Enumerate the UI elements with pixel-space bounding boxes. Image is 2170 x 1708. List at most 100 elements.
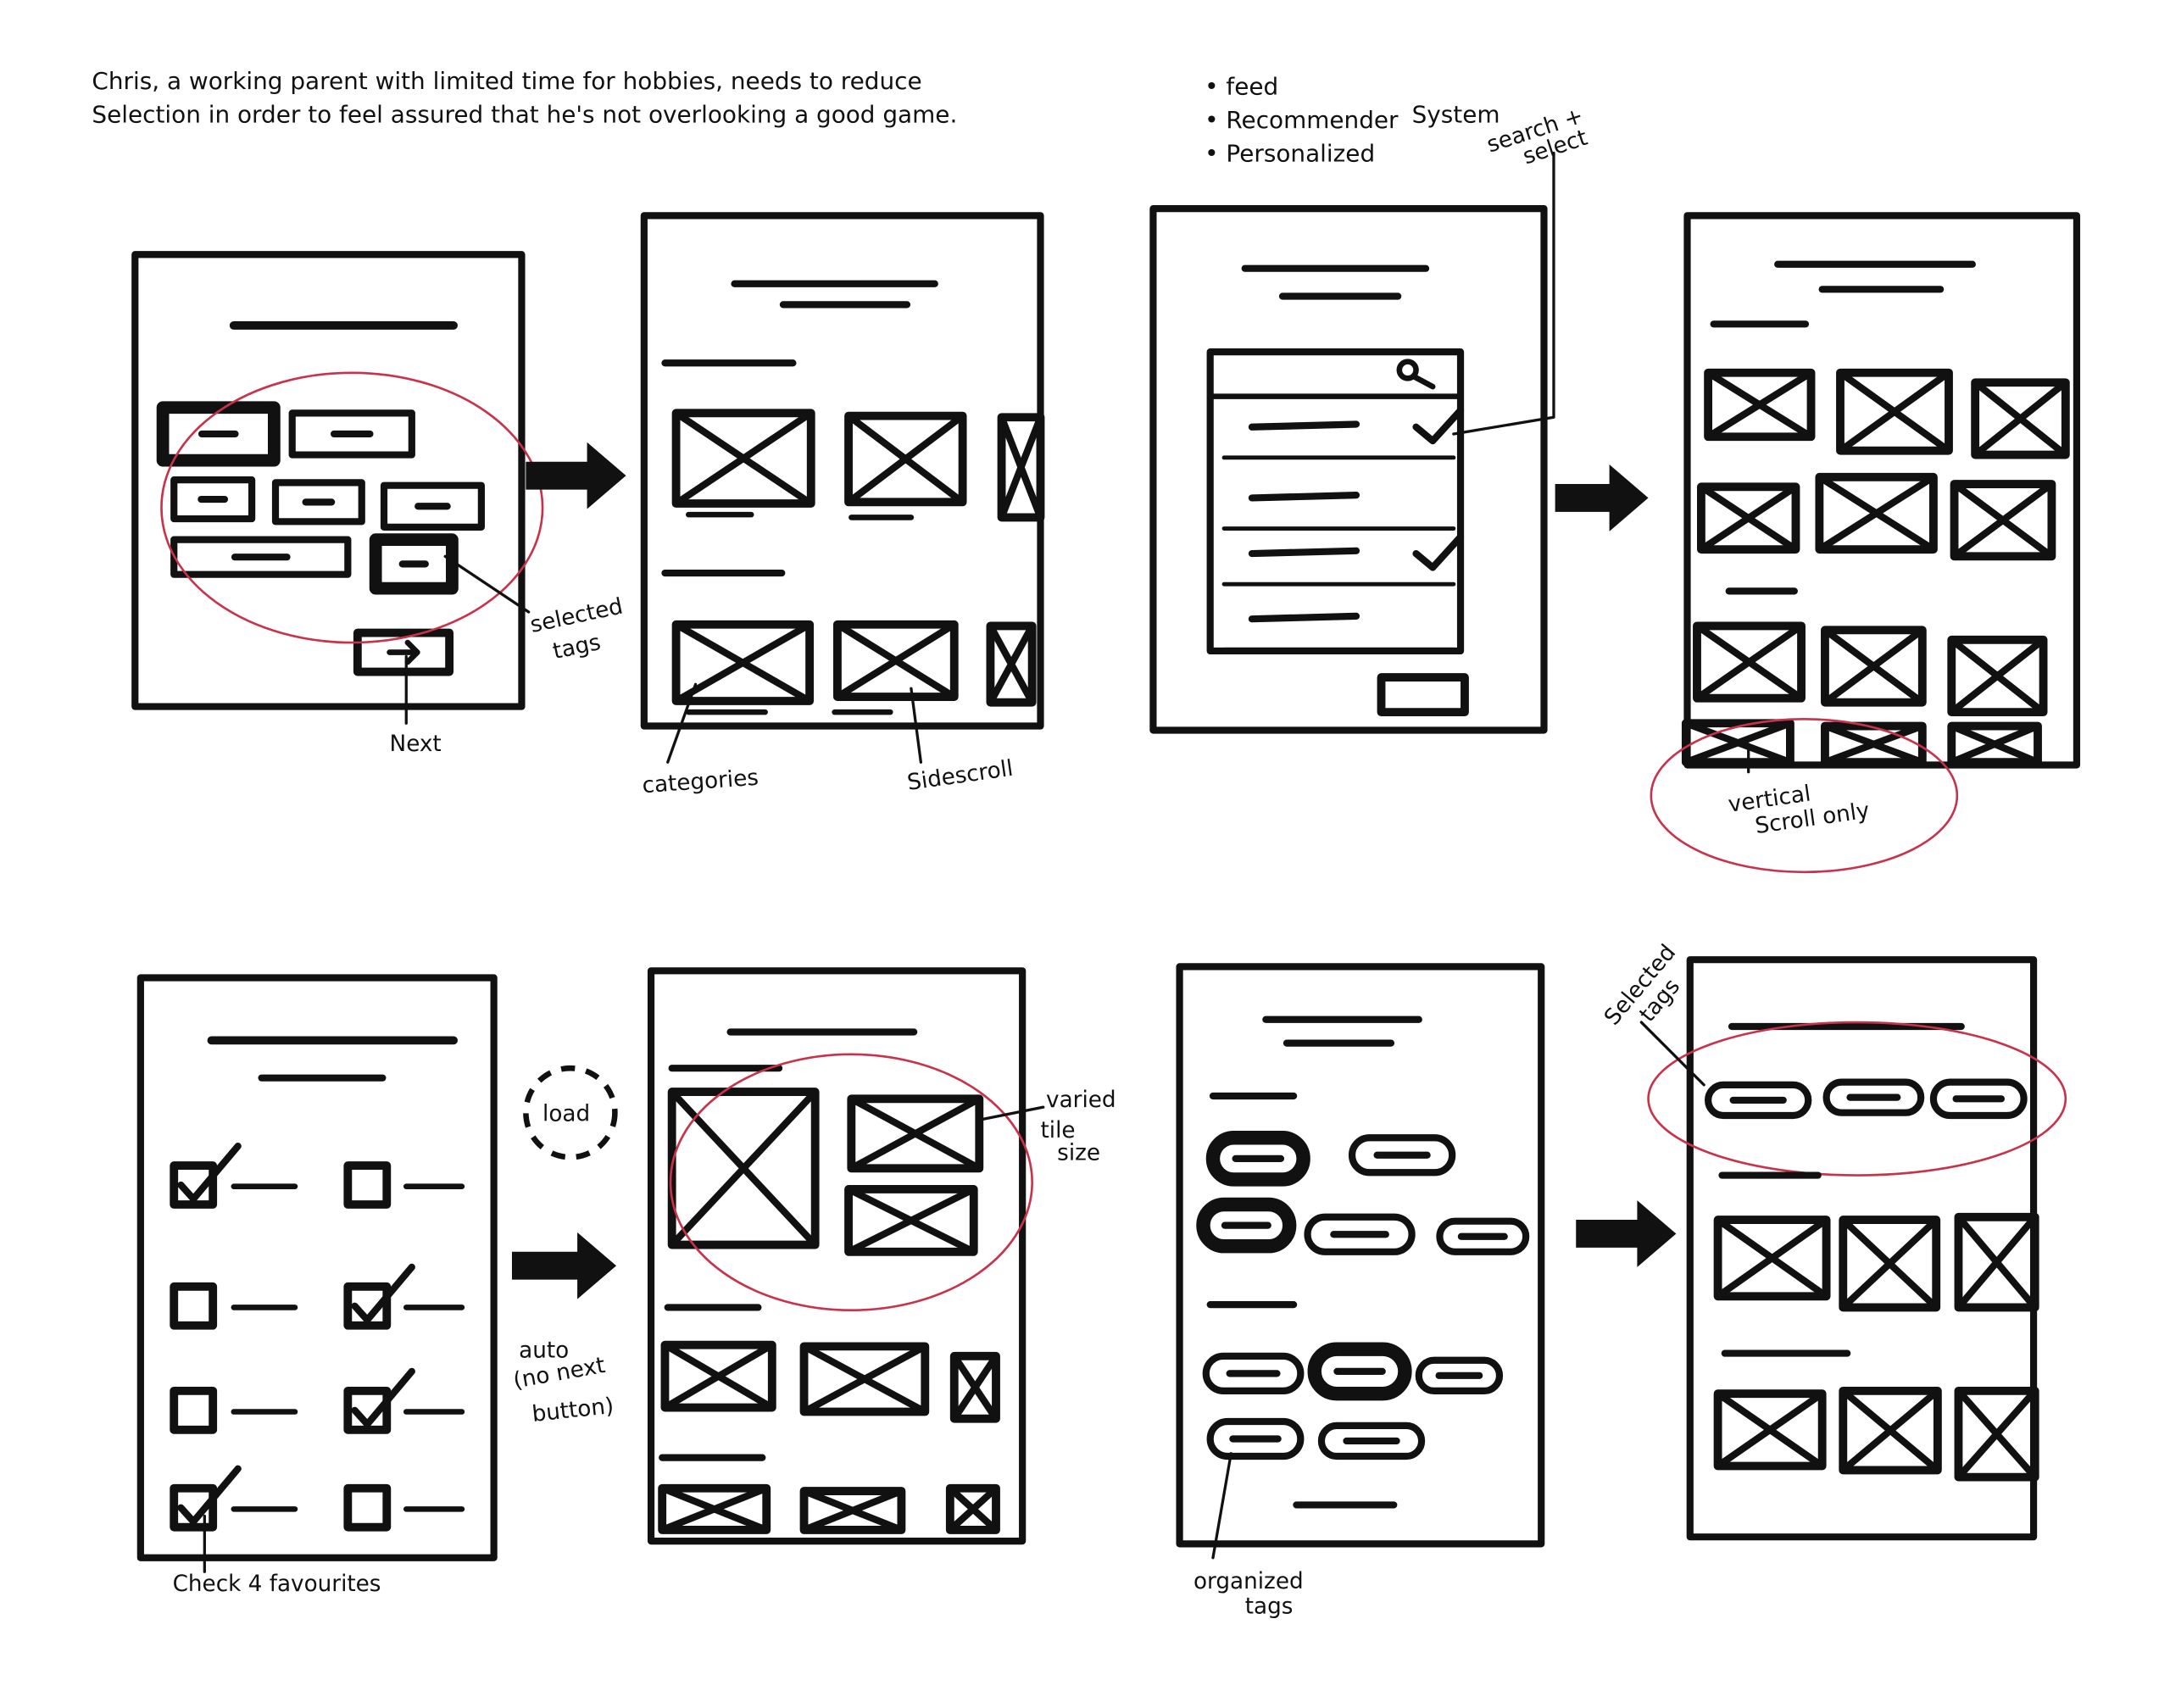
next-label: Next — [390, 732, 442, 757]
wireframe-category-feed — [640, 212, 1044, 730]
placeholder-diagonal — [1714, 1216, 1830, 1300]
placeholder-diagonal — [1697, 483, 1800, 554]
auto-label: auto (no next button) — [511, 1338, 615, 1427]
annotation-pointer — [1639, 1021, 1705, 1087]
placeholder-frame — [1836, 368, 1953, 455]
placeholder-frame — [1815, 472, 1938, 554]
checkbox — [343, 1161, 392, 1209]
check-favourites-label: Check 4 favourites — [173, 1572, 381, 1597]
placeholder-frame — [844, 1185, 978, 1256]
loading-indicator-icon — [523, 1065, 618, 1160]
placeholder-frame — [949, 1351, 1000, 1423]
checkbox — [343, 1483, 392, 1532]
svg-text:selected: selected — [528, 594, 626, 638]
placeholder-frame — [1713, 1216, 1831, 1301]
placeholder-frame — [799, 1342, 930, 1416]
placeholder-diagonal — [668, 1088, 819, 1249]
placeholder-frame — [671, 620, 815, 705]
tag — [288, 409, 415, 459]
placeholder-diagonal — [1682, 720, 1794, 766]
selected-pill-tag — [1307, 1342, 1412, 1401]
svg-text:tile: tile — [1040, 1118, 1075, 1143]
checkbox — [170, 1282, 218, 1330]
annotation-pointer — [910, 687, 923, 764]
placeholder-frame — [847, 1094, 984, 1173]
placeholder-diagonal — [1714, 1390, 1826, 1470]
selection-highlight — [160, 371, 544, 644]
placeholder-frame — [1839, 1216, 1941, 1312]
placeholder-diagonal — [659, 1484, 771, 1534]
placeholder-diagonal — [1693, 622, 1806, 702]
list-item-label — [1248, 547, 1360, 558]
svg-text:organized: organized — [1194, 1569, 1304, 1594]
svg-text:size: size — [1057, 1140, 1100, 1166]
annotation-pointer — [666, 682, 698, 764]
annotation-pointer — [979, 1105, 1045, 1121]
scroll-highlight — [1650, 718, 1959, 874]
selected-tags-highlight — [1647, 1021, 2067, 1177]
annotation-pointer — [1452, 151, 1555, 436]
arrow-right-icon — [387, 639, 420, 665]
submit-button — [1377, 673, 1469, 717]
wireframe-favourites-checklist — [136, 974, 498, 1561]
placeholder-frame — [1693, 621, 1806, 703]
placeholder-diagonal — [800, 1487, 905, 1534]
placeholder-frame — [1954, 1386, 2039, 1482]
check-mark-icon — [1412, 406, 1465, 445]
placeholder-frame — [1839, 1386, 1942, 1475]
flow-arrow-icon — [1576, 1200, 1677, 1267]
pill-tag — [1206, 1417, 1305, 1460]
vertical-scroll-label: vertical Scroll only — [1727, 781, 1871, 839]
placeholder-diagonal — [1955, 1387, 2039, 1481]
idea-feed: • feed — [1205, 73, 1278, 101]
selected-pill-tag — [1205, 1131, 1310, 1187]
placeholder-frame — [1821, 721, 1927, 767]
wireframe-tag-selection — [131, 251, 526, 710]
placeholder-diagonal — [800, 1343, 929, 1416]
placeholder-diagonal — [1950, 480, 2056, 560]
problem-statement-line-1: Chris, a working parent with limited tim… — [92, 67, 921, 95]
flow-arrow-icon — [526, 442, 626, 509]
annotation-pointer — [1211, 1452, 1232, 1560]
idea-system: System — [1412, 100, 1500, 128]
selected-pill-tag — [1196, 1197, 1297, 1254]
check-mark-icon — [351, 1263, 415, 1324]
placeholder-diagonal — [1705, 369, 1815, 441]
selected-tags-label: selected tags — [528, 594, 626, 665]
svg-text:auto: auto — [519, 1338, 569, 1363]
pill-tag — [1415, 1356, 1504, 1394]
selected-tag — [156, 401, 281, 467]
placeholder-frame — [660, 1340, 776, 1412]
checkbox-checked — [343, 1282, 392, 1330]
placeholder-diagonal — [844, 412, 966, 506]
search-icon — [1411, 374, 1436, 390]
placeholder-diagonal — [1948, 636, 2047, 716]
placeholder-frame — [1971, 378, 2070, 459]
pill-tag — [1317, 1421, 1426, 1460]
problem-statement-line-2: Selection in order to feel assured that … — [92, 100, 957, 128]
check-mark-icon — [351, 1367, 415, 1428]
placeholder-frame — [1713, 1389, 1827, 1471]
placeholder-frame — [844, 411, 967, 507]
placeholder-frame — [1954, 1212, 2039, 1312]
tag — [380, 481, 485, 531]
svg-text:button): button) — [531, 1394, 615, 1427]
placeholder-frame — [1950, 480, 2056, 561]
placeholder-frame — [1704, 368, 1816, 442]
placeholder-frame — [671, 409, 815, 508]
tag — [170, 476, 256, 523]
placeholder-diagonal — [987, 622, 1036, 706]
check-mark-icon — [177, 1142, 242, 1203]
varied-tile-highlight — [669, 1053, 1033, 1312]
placeholder-diagonal — [1948, 722, 2042, 766]
placeholder-frame — [799, 1487, 906, 1534]
placeholder-diagonal — [672, 409, 815, 508]
placeholder-diagonal — [950, 1352, 1000, 1422]
load-label: load — [542, 1102, 590, 1127]
placeholder-frame — [1947, 721, 2042, 767]
wireframe-varied-tiles — [647, 967, 1027, 1545]
placeholder-diagonal — [833, 620, 958, 701]
search-select-label: search + select — [1484, 103, 1591, 170]
placeholder-frame — [1681, 719, 1794, 767]
